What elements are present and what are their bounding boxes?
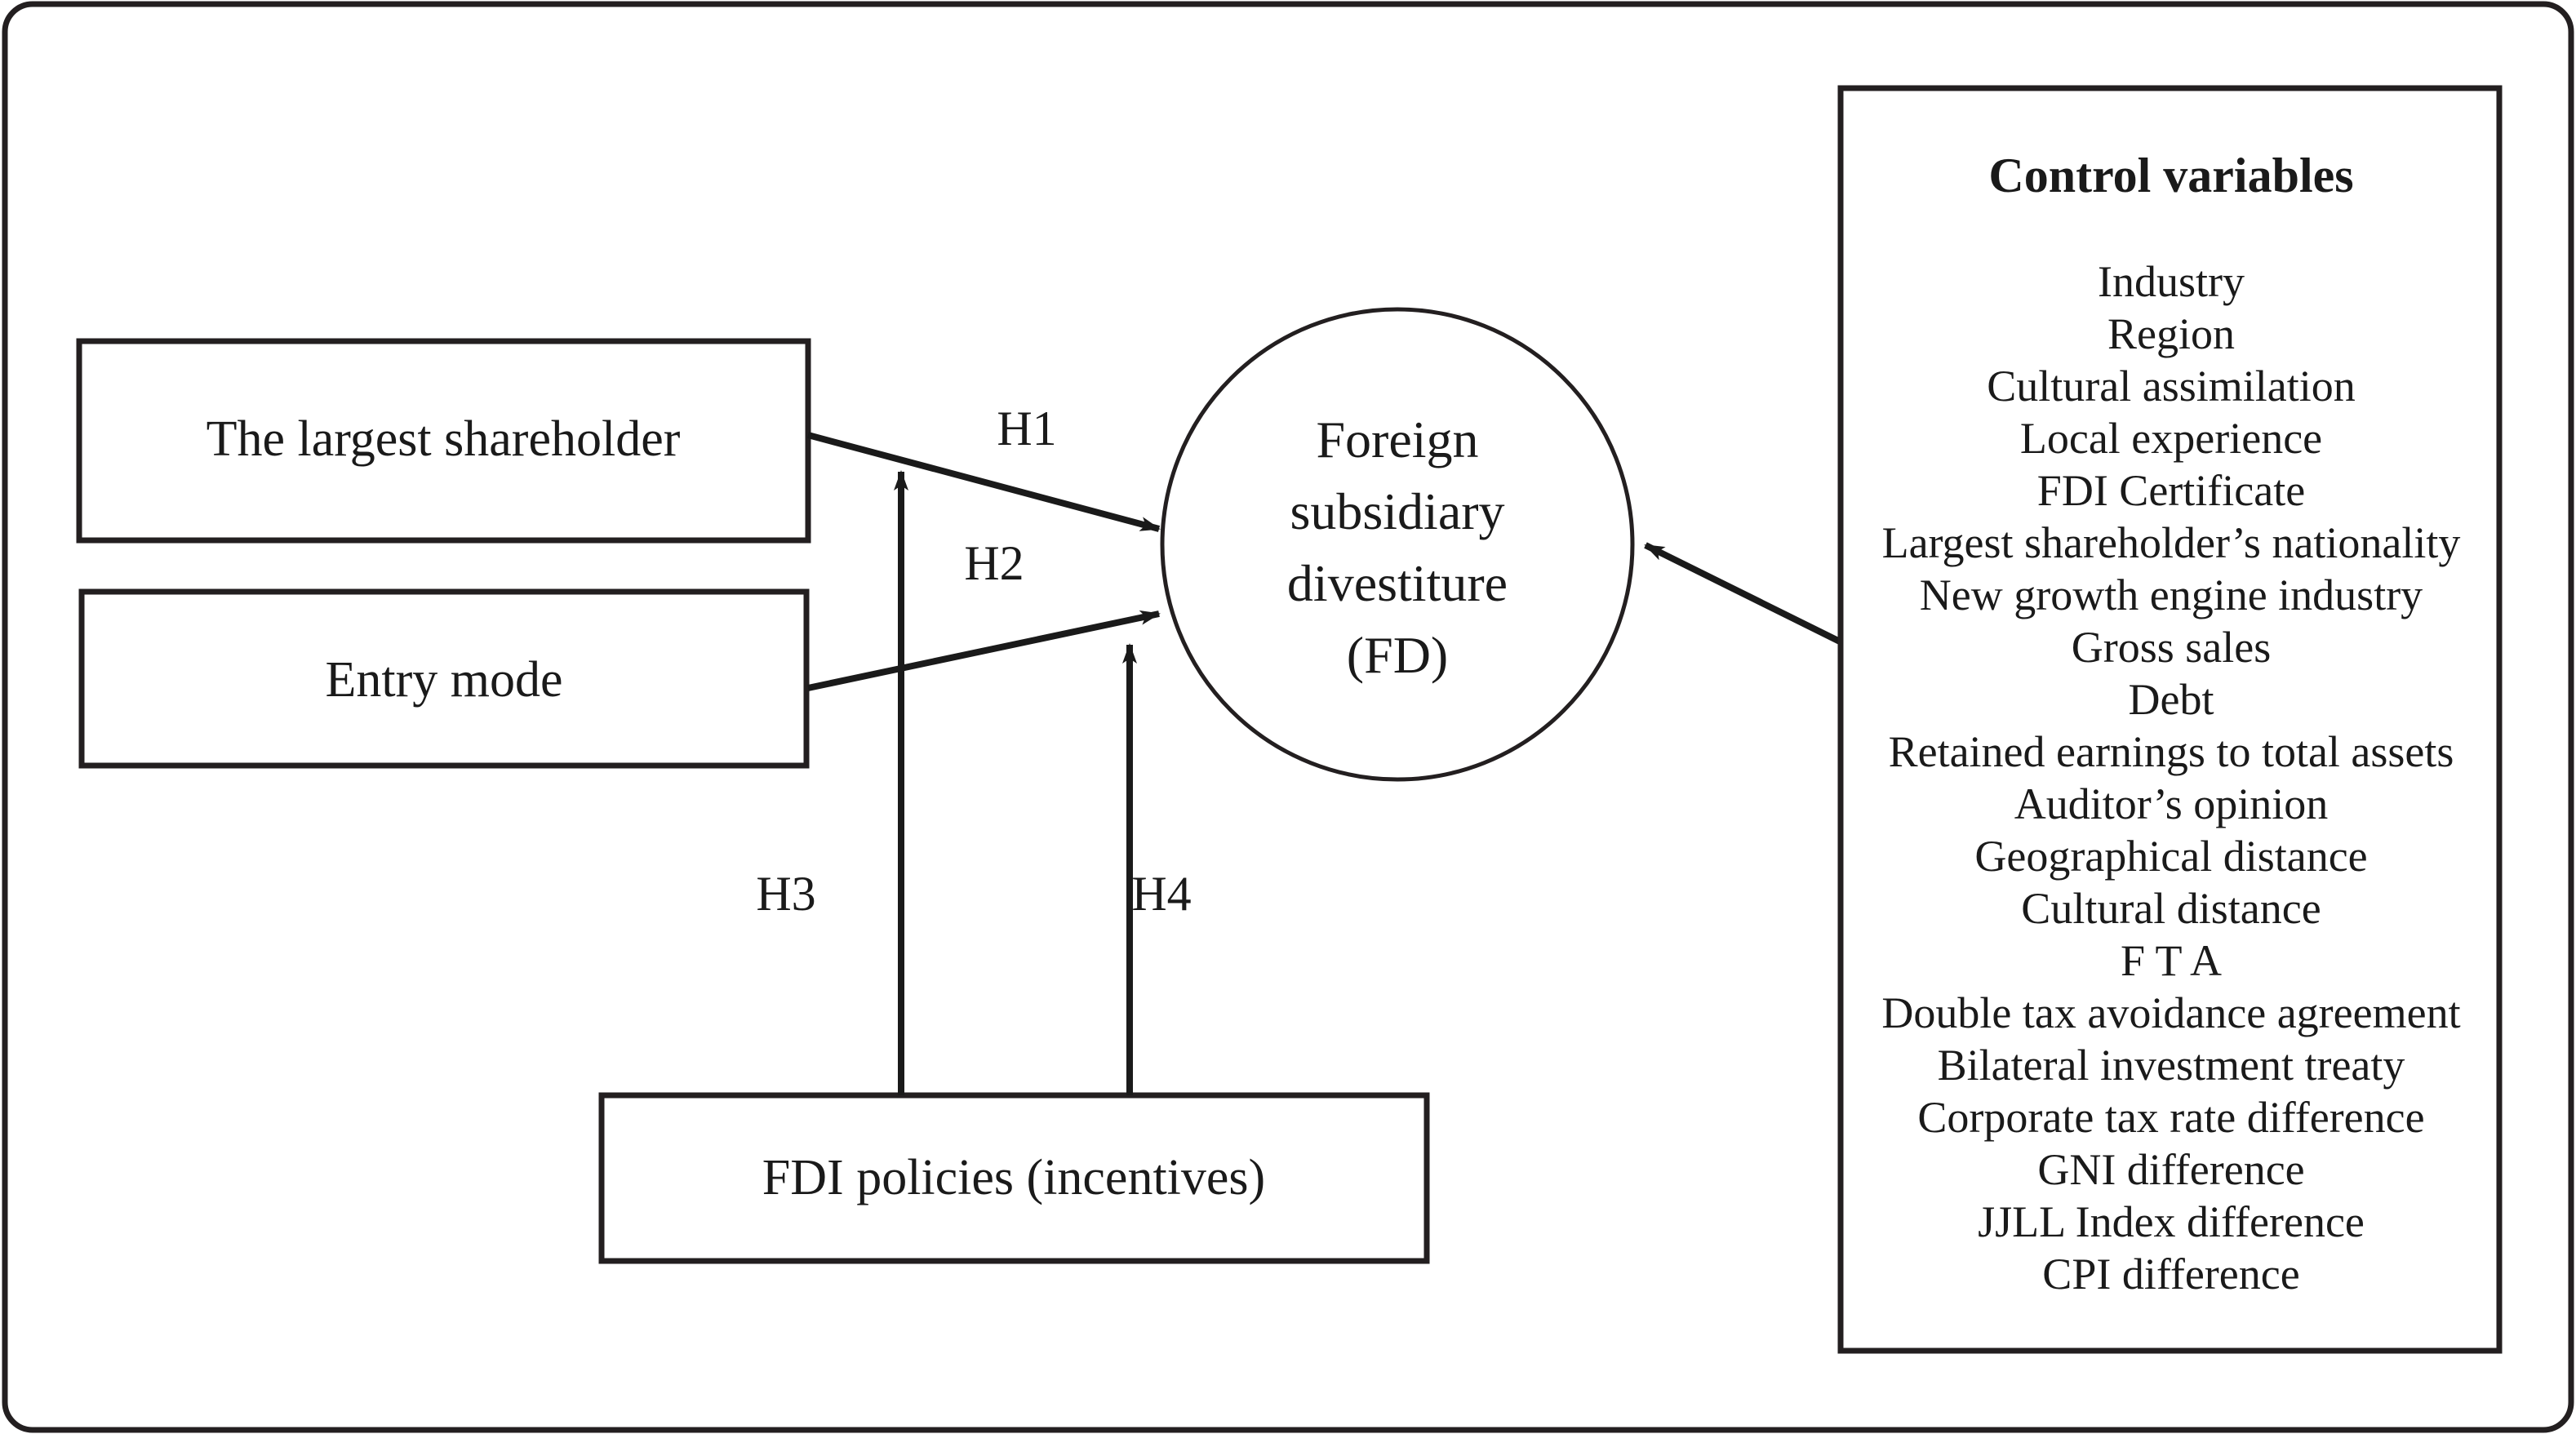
label-h2: H2 — [964, 536, 1024, 590]
control-variable-item: Double tax avoidance agreement — [1881, 988, 2460, 1037]
control-variable-item: Cultural assimilation — [1987, 362, 2355, 411]
node-foreign-subsidiary-divestiture[interactable]: Foreign subsidiary divestiture (FD) — [1160, 307, 1635, 782]
control-variable-item: Corporate tax rate difference — [1917, 1093, 2424, 1142]
box-fdi-policies-rect — [598, 1092, 1430, 1264]
arrow-h2 — [807, 610, 1161, 691]
arrow-controls — [1644, 542, 1843, 646]
control-variables-heading: Control variables — [1988, 149, 2353, 202]
outcome-line-3: divestiture — [1287, 554, 1508, 612]
control-variable-item: FDI Certificate — [2037, 466, 2305, 515]
label-h4: H4 — [1131, 867, 1191, 921]
box-fdi-policies-label: FDI policies (incentives) — [762, 1150, 1265, 1205]
control-variable-item: New growth engine industry — [1920, 570, 2423, 619]
control-variable-item: JJLL Index difference — [1978, 1197, 2365, 1246]
outcome-circle — [1160, 307, 1635, 782]
panel-control-variables-rect — [1837, 85, 2503, 1354]
outcome-line-4: (FD) — [1347, 626, 1448, 684]
label-h1: H1 — [997, 402, 1056, 455]
control-variable-item: Auditor’s opinion — [2014, 779, 2329, 828]
box-entry-mode-rect — [78, 588, 810, 769]
box-largest-shareholder-label: The largest shareholder — [207, 411, 681, 467]
outcome-line-1: Foreign — [1316, 411, 1478, 468]
outcome-line-2: subsidiary — [1290, 482, 1504, 540]
control-variables-list: Industry Region Cultural assimilation Lo… — [1881, 257, 2460, 1299]
control-variable-item: Debt — [2129, 675, 2214, 724]
control-variable-item: Geographical distance — [1974, 832, 2367, 881]
control-variable-item: CPI difference — [2042, 1250, 2299, 1299]
box-entry-mode[interactable]: Entry mode — [78, 588, 810, 769]
control-variable-item: Cultural distance — [2021, 884, 2321, 933]
label-h3: H3 — [756, 867, 815, 921]
control-variable-item: Region — [2107, 309, 2235, 358]
box-entry-mode-label: Entry mode — [326, 652, 563, 708]
box-fdi-policies[interactable]: FDI policies (incentives) — [598, 1092, 1430, 1264]
control-variable-item: Gross sales — [2072, 623, 2271, 672]
control-variable-item: Bilateral investment treaty — [1938, 1041, 2405, 1090]
control-variable-item: Retained earnings to total assets — [1889, 727, 2454, 776]
box-largest-shareholder-rect — [76, 338, 811, 544]
box-largest-shareholder[interactable]: The largest shareholder — [76, 338, 811, 544]
control-variable-item: Largest shareholder’s nationality — [1882, 518, 2461, 567]
control-variable-item: GNI difference — [2037, 1145, 2304, 1194]
panel-control-variables[interactable]: Control variables Industry Region Cultur… — [1837, 85, 2503, 1354]
arrow-h1 — [806, 432, 1161, 532]
control-variable-item: F T A — [2121, 936, 2222, 985]
control-variable-item: Industry — [2098, 257, 2245, 306]
control-variable-item: Local experience — [2020, 414, 2322, 463]
